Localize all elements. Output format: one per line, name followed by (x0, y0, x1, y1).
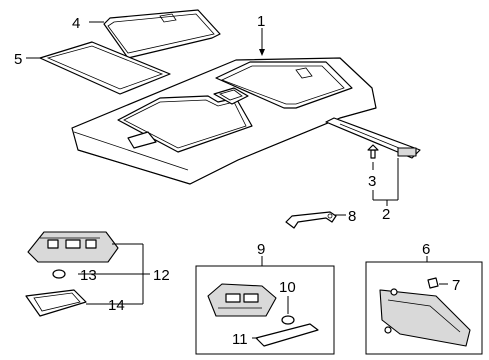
callout-8: 8 (348, 208, 356, 225)
callout-3: 3 (368, 173, 376, 190)
part-2-side-rail (325, 117, 421, 159)
part-1-headliner (71, 57, 377, 185)
callout-2: 2 (382, 206, 390, 223)
leader-lines (26, 21, 448, 339)
callout-labels: 4 5 1 3 2 8 9 10 11 12 13 14 6 7 (14, 13, 460, 348)
part-8-grab-handle (285, 211, 337, 229)
callout-4: 4 (72, 15, 80, 32)
callout-10: 10 (279, 279, 296, 296)
part-6-box (365, 261, 483, 355)
callout-13: 13 (80, 267, 97, 284)
part-5-sunroof-frame (39, 41, 171, 95)
callout-6: 6 (422, 241, 430, 258)
part-9-box (195, 265, 335, 355)
part-12-dome-lamp (27, 231, 119, 263)
part-13-bulb (52, 269, 66, 279)
part-4-sunroof-seal (103, 9, 221, 59)
part-14-lens (25, 289, 87, 317)
callout-1: 1 (257, 13, 265, 30)
callout-12: 12 (153, 267, 170, 284)
callout-5: 5 (14, 51, 22, 68)
callout-11: 11 (232, 331, 248, 348)
part-3-clip (367, 144, 379, 159)
callout-14: 14 (108, 297, 125, 314)
callout-7: 7 (452, 277, 460, 294)
callout-9: 9 (257, 241, 265, 258)
